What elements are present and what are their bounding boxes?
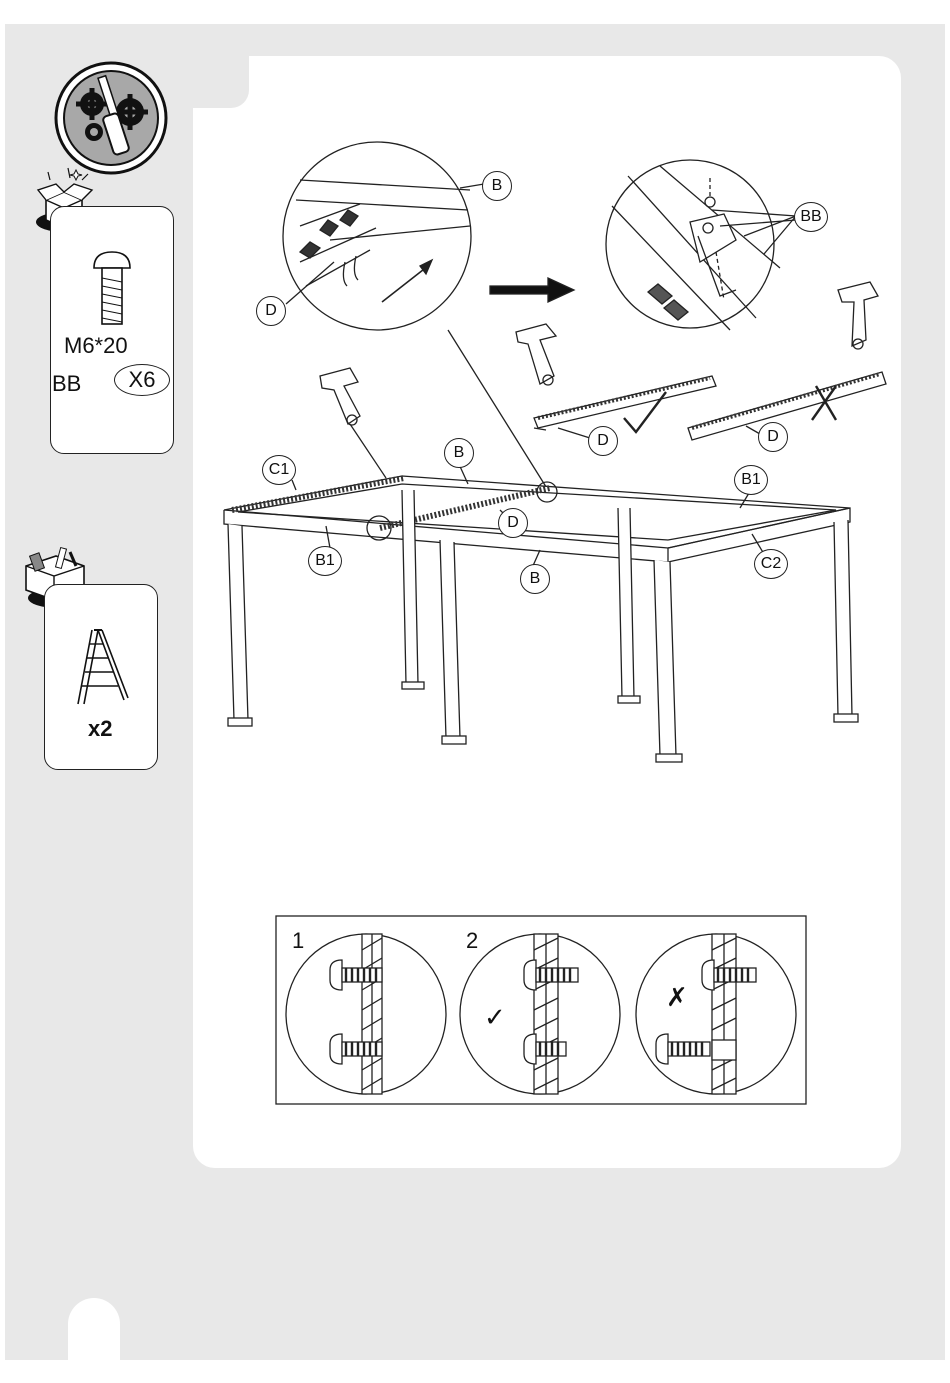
callout-b-detail: B [482, 171, 512, 201]
callout-b-front: B [520, 564, 550, 594]
callout-c2: C2 [754, 549, 788, 579]
callout-b1-right: B1 [734, 465, 768, 495]
callout-bb-detail: BB [794, 202, 828, 232]
detail-circle-left [283, 142, 471, 330]
wrong-cross-icon: ✗ [666, 982, 688, 1013]
callout-d-correct: D [588, 426, 618, 456]
correct-check-icon: ✓ [484, 1002, 506, 1033]
callout-b1-left: B1 [308, 546, 342, 576]
callout-c1: C1 [262, 455, 296, 485]
callout-d-frame: D [498, 508, 528, 538]
screw-step-2: 2 [466, 928, 478, 954]
callout-b-top: B [444, 438, 474, 468]
screw-step-1: 1 [292, 928, 304, 954]
callout-d-detail: D [256, 296, 286, 326]
callout-d-wrong: D [758, 422, 788, 452]
